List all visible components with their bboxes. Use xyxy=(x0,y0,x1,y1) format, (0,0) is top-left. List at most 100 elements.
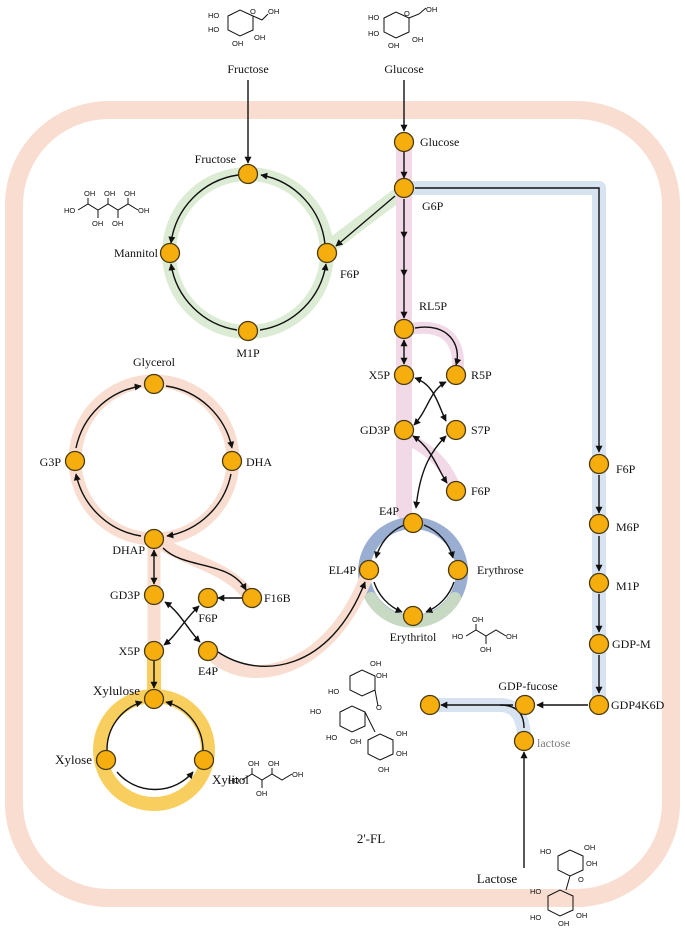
svg-text:HO: HO xyxy=(208,25,219,34)
fructose-to-mannitol-arrow xyxy=(168,174,239,244)
label-f16b: F16B xyxy=(264,591,291,605)
svg-text:OH: OH xyxy=(84,189,95,198)
node-dhap[interactable] xyxy=(143,528,165,550)
node-gdp4k6d[interactable] xyxy=(588,694,610,716)
label-erythritol: Erythritol xyxy=(390,630,437,644)
svg-text:OH: OH xyxy=(256,789,267,798)
fructose-structure: HO HO O OH OH OH xyxy=(208,7,279,48)
metabolite-nodes xyxy=(64,131,610,771)
svg-text:OH: OH xyxy=(268,759,279,768)
svg-text:OH: OH xyxy=(268,7,279,16)
label-2fl: 2'-FL xyxy=(357,831,385,846)
svg-text:OH: OH xyxy=(412,35,423,44)
label-x5p-ppp: X5P xyxy=(369,368,391,382)
svg-text:OH: OH xyxy=(426,5,437,14)
label-glucose: Glucose xyxy=(420,135,459,149)
svg-text:HO: HO xyxy=(368,29,379,38)
node-e4p-ppp[interactable] xyxy=(402,512,424,534)
label-f6p-right: F6P xyxy=(616,462,636,476)
node-f6p-left[interactable] xyxy=(197,587,219,609)
label-s7p: S7P xyxy=(471,423,491,437)
node-el4p[interactable] xyxy=(358,559,380,581)
svg-text:OH: OH xyxy=(248,759,259,768)
xylitol-structure: HO OH OH OH OH xyxy=(228,759,303,798)
label-gdpm: GDP-M xyxy=(612,637,651,651)
node-erythritol[interactable] xyxy=(402,605,424,627)
label-m1p-right: M1P xyxy=(616,579,640,593)
label-xylose: Xylose xyxy=(55,752,92,767)
node-fructose[interactable] xyxy=(237,163,259,185)
node-g6p[interactable] xyxy=(393,177,415,199)
svg-text:HO: HO xyxy=(328,687,339,696)
svg-text:OH: OH xyxy=(350,737,361,746)
node-gd3p-left[interactable] xyxy=(143,584,165,606)
cell-membrane xyxy=(5,101,680,907)
lactose-band xyxy=(423,698,531,747)
node-gdpm[interactable] xyxy=(588,633,610,655)
node-gdp-fucose[interactable] xyxy=(514,694,536,716)
label-e4p-ppp: E4P xyxy=(379,504,399,518)
node-rl5p[interactable] xyxy=(393,318,415,340)
node-f6p-right[interactable] xyxy=(588,453,610,475)
xylulose-to-xylose-arrow xyxy=(106,700,143,751)
node-dha[interactable] xyxy=(221,450,243,472)
node-m6p[interactable] xyxy=(588,513,610,535)
glycerol-to-dha-arrow xyxy=(165,385,235,449)
node-xylose[interactable] xyxy=(95,749,117,771)
svg-text:HO: HO xyxy=(530,887,541,896)
node-g3p[interactable] xyxy=(64,450,86,472)
svg-text:OH: OH xyxy=(92,219,103,228)
label-gdp-fucose: GDP-fucose xyxy=(498,679,557,693)
svg-text:HO: HO xyxy=(208,11,219,20)
el4p-to-erythritol-arrow xyxy=(373,581,403,613)
node-lactose-in[interactable] xyxy=(513,730,535,752)
label-dhap: DHAP xyxy=(112,543,145,557)
erythrose-to-erythritol-arrow xyxy=(425,581,455,613)
node-e4p-left[interactable] xyxy=(197,640,219,662)
node-m1p-top[interactable] xyxy=(237,320,259,342)
node-x5p-left[interactable] xyxy=(143,640,165,662)
label-rl5p: RL5P xyxy=(419,299,447,313)
svg-text:HO: HO xyxy=(540,847,551,856)
node-xylitol[interactable] xyxy=(193,749,215,771)
node-gd3p-ppp[interactable] xyxy=(393,419,415,441)
svg-text:OH: OH xyxy=(388,41,399,50)
svg-text:OH: OH xyxy=(558,919,569,928)
svg-text:HO: HO xyxy=(368,13,379,22)
label-dha: DHA xyxy=(246,455,272,469)
label-external-glucose: Glucose xyxy=(384,62,423,76)
node-f6p-ppp[interactable] xyxy=(445,480,467,502)
node-s7p[interactable] xyxy=(445,419,467,441)
xylose-to-xylitol-arrow xyxy=(116,771,194,791)
svg-text:O: O xyxy=(250,7,256,16)
svg-text:HO: HO xyxy=(530,913,541,922)
node-x5p-ppp[interactable] xyxy=(393,364,415,386)
node-2fl[interactable] xyxy=(419,694,441,716)
node-erythrose[interactable] xyxy=(447,559,469,581)
svg-text:OH: OH xyxy=(396,749,407,758)
g3p-to-glycerol-arrow xyxy=(75,383,142,449)
node-f16b[interactable] xyxy=(241,587,263,609)
dha-to-dhap-arrow xyxy=(166,473,232,539)
node-glycerol[interactable] xyxy=(143,373,165,395)
rl5p-r5p-arrow xyxy=(414,326,462,366)
node-glucose[interactable] xyxy=(393,131,415,153)
svg-text:HO: HO xyxy=(326,733,337,742)
two-fl-structure: OH OH HO O HO HO OH OH OH OH xyxy=(310,659,407,774)
node-xylulose[interactable] xyxy=(143,688,165,710)
label-erythrose: Erythrose xyxy=(477,563,524,577)
label-g6p: G6P xyxy=(422,199,444,213)
label-gd3p-left: GD3P xyxy=(110,588,140,602)
mannitol-to-m1p-arrow xyxy=(168,263,238,331)
node-r5p[interactable] xyxy=(445,364,467,386)
label-f6p-left: F6P xyxy=(198,611,218,625)
node-m1p-right[interactable] xyxy=(588,572,610,594)
label-m6p: M6P xyxy=(616,520,640,534)
svg-text:O: O xyxy=(404,9,410,18)
gd3p-to-e4p-arrow xyxy=(164,601,201,643)
node-mannitol[interactable] xyxy=(159,242,181,264)
svg-text:HO: HO xyxy=(452,632,463,641)
glucose-structure: O OH HO HO OH OH xyxy=(368,5,437,50)
node-f6p-top[interactable] xyxy=(316,242,338,264)
